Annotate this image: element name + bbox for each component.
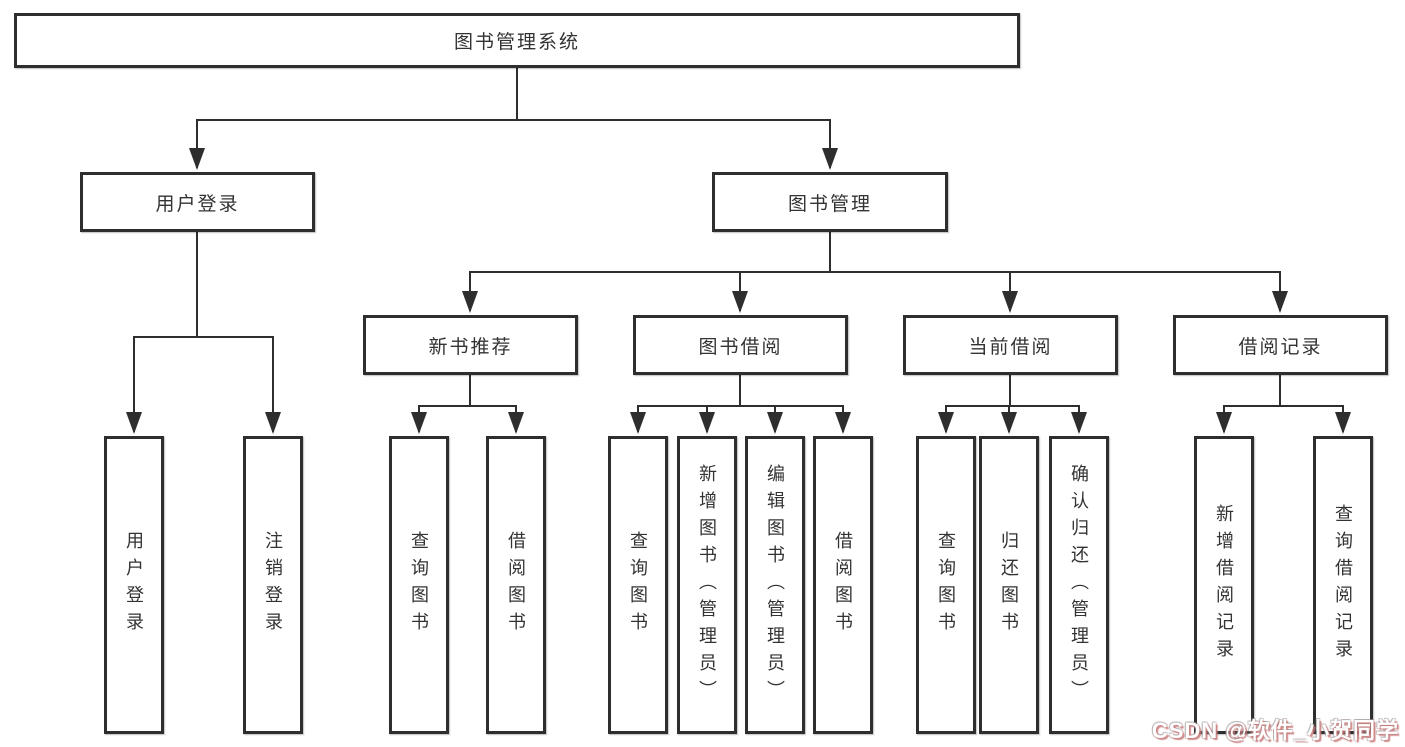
leaf-add-borrow-record: 新增借阅记录 xyxy=(1194,436,1254,734)
leaf-query-book-3: 查询图书 xyxy=(916,436,976,734)
leaf-add-book-admin: 新增图书（管理员） xyxy=(677,436,737,734)
leaf-query-book-1: 查询图书 xyxy=(389,436,449,734)
node-book-borrow: 图书借阅 xyxy=(633,315,848,375)
csdn-watermark: CSDN @软件_小贺同学 xyxy=(1151,718,1399,743)
node-borrow-record: 借阅记录 xyxy=(1173,315,1388,375)
leaf-confirm-return-admin: 确认归还（管理员） xyxy=(1049,436,1109,734)
node-root: 图书管理系统 xyxy=(14,13,1020,68)
leaf-borrow-book-2: 借阅图书 xyxy=(813,436,873,734)
leaf-query-borrow-record: 查询借阅记录 xyxy=(1313,436,1373,734)
leaf-return-book: 归还图书 xyxy=(979,436,1039,734)
leaf-logout: 注销登录 xyxy=(243,436,303,734)
leaf-query-book-2: 查询图书 xyxy=(608,436,668,734)
node-user-login: 用户登录 xyxy=(80,172,315,232)
node-new-book-recommend: 新书推荐 xyxy=(363,315,578,375)
leaf-borrow-book-1: 借阅图书 xyxy=(486,436,546,734)
leaf-edit-book-admin: 编辑图书（管理员） xyxy=(745,436,805,734)
node-book-management: 图书管理 xyxy=(712,172,948,232)
node-current-borrow: 当前借阅 xyxy=(903,315,1118,375)
leaf-user-login: 用户登录 xyxy=(104,436,164,734)
